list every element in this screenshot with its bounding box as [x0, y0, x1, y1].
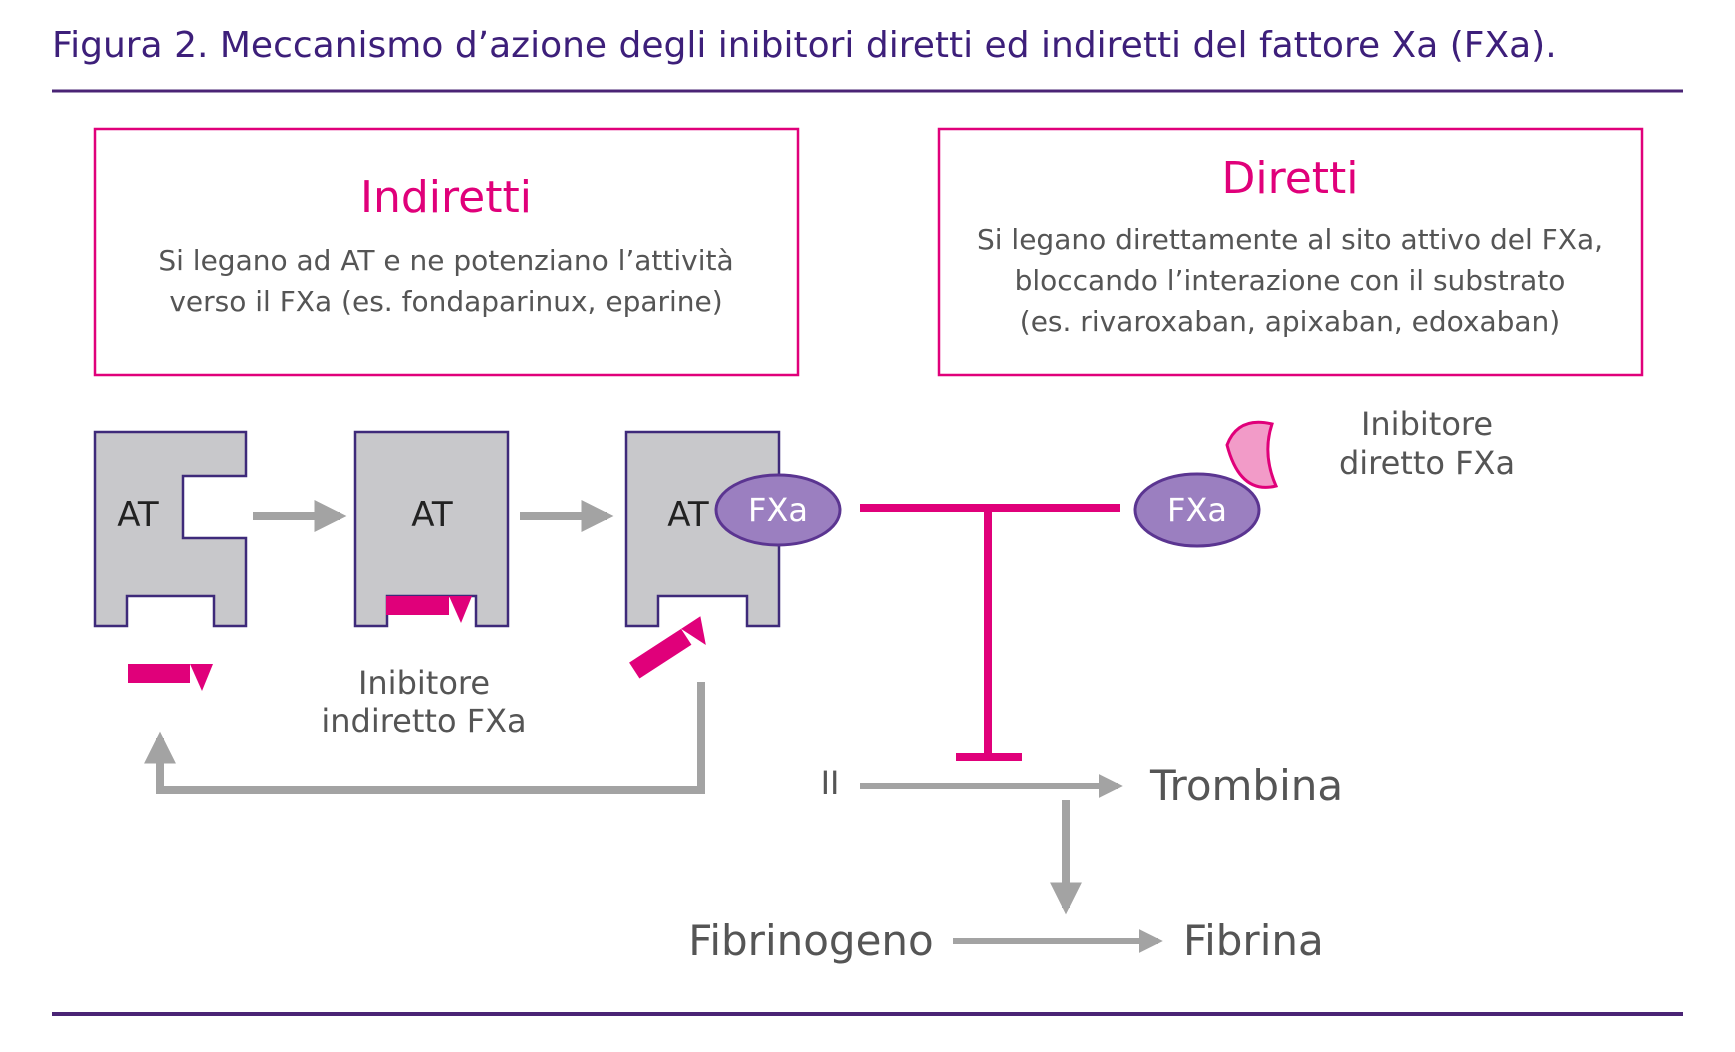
bound-inhibitor-rect: [386, 596, 449, 615]
bound-inhibitor-tip: [449, 596, 472, 623]
figure-title: Figura 2. Meccanismo d’azione degli inib…: [52, 25, 1557, 66]
fxa-label-2: FXa: [1167, 491, 1227, 529]
fibrinogen-label: Fibrinogeno: [688, 916, 934, 965]
diretti-line-2: bloccando l’interazione con il substrato: [1015, 264, 1566, 297]
indiretti-line-2: verso il FXa (es. fondaparinux, eparine): [169, 285, 722, 318]
direct-inhibitor-label-1: Inibitore: [1361, 405, 1493, 443]
indirect-inhibitor-label-2: indiretto FXa: [321, 702, 526, 740]
inhibition-bar: [860, 504, 1120, 761]
fxa-ellipse-1: FXa: [714, 473, 842, 547]
indirect-inhibitor-molecule-free: [128, 664, 213, 691]
direct-inhibitor-label-2: diretto FXa: [1339, 444, 1515, 482]
direct-inhibitor-molecule: [1225, 420, 1279, 489]
prothrombin-label: II: [821, 764, 840, 802]
recycle-arrow: [144, 682, 705, 794]
diretti-heading: Diretti: [1221, 153, 1358, 204]
diretti-line-1: Si legano direttamente al sito attivo de…: [977, 223, 1603, 256]
at-shape-2: AT: [353, 430, 510, 628]
at-label-2: AT: [411, 495, 453, 535]
fxa-label-1: FXa: [748, 491, 808, 529]
fibrin-label: Fibrina: [1183, 916, 1324, 965]
fxa-ellipse-2: FXa: [1133, 472, 1261, 548]
at-shape-1: AT: [93, 430, 248, 628]
at-label-3: AT: [667, 495, 709, 535]
indiretti-box: Indiretti Si legano ad AT e ne potenzian…: [93, 127, 800, 377]
indirect-inhibitor-molecule-released: [629, 616, 706, 679]
diretti-line-3: (es. rivaroxaban, apixaban, edoxaban): [1020, 305, 1560, 338]
indiretti-line-1: Si legano ad AT e ne potenziano l’attivi…: [158, 244, 733, 277]
at-label-1: AT: [117, 495, 159, 535]
thrombin-label: Trombina: [1149, 761, 1343, 810]
indiretti-heading: Indiretti: [360, 172, 532, 223]
indirect-inhibitor-label-1: Inibitore: [358, 664, 490, 702]
diretti-box: Diretti Si legano direttamente al sito a…: [937, 127, 1644, 377]
